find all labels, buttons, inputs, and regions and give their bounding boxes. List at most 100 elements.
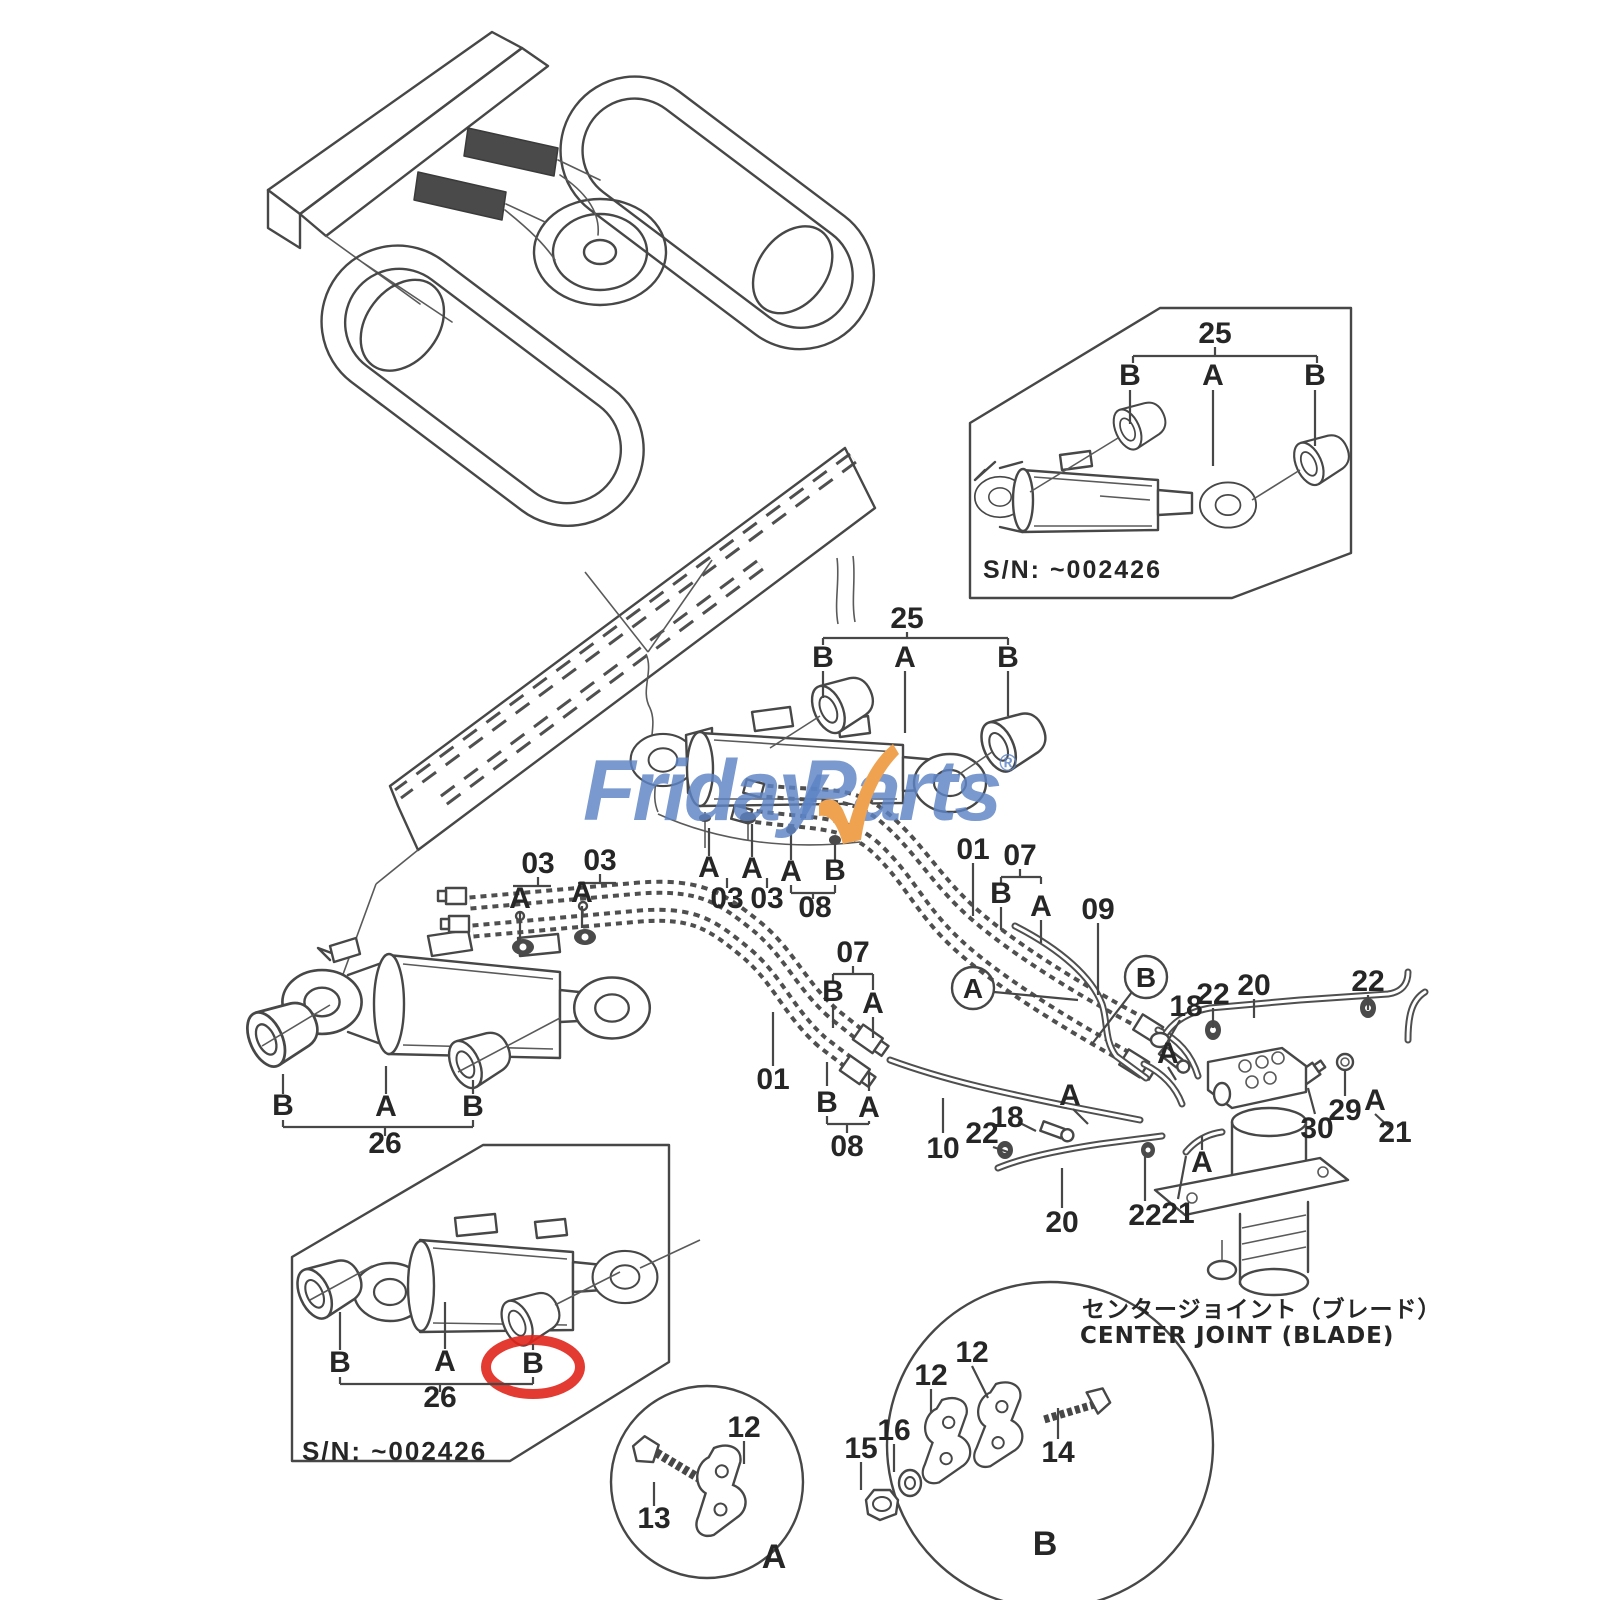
callout-07: 07	[1003, 839, 1036, 872]
dozer-blade-plate-2	[298, 46, 550, 238]
callout-A: A	[698, 851, 720, 884]
center-joint-label-jp: センタージョイント（ブレード）	[1082, 1296, 1442, 1323]
callout-B: B	[812, 641, 834, 674]
callout-14: 14	[1041, 1436, 1075, 1469]
callout-22: 22	[1196, 978, 1229, 1011]
center-joint-label-en: CENTER JOINT (BLADE)	[1080, 1323, 1394, 1349]
red-highlight-ellipse	[481, 1335, 585, 1399]
callout-16: 16	[877, 1414, 910, 1447]
detail-circle-b	[864, 1280, 1215, 1600]
callout-10: 10	[926, 1132, 959, 1165]
callout-15: 15	[844, 1432, 877, 1465]
cylinder-sn-variant-25	[973, 393, 1357, 534]
washer-16	[897, 1468, 923, 1498]
callout-A: A	[375, 1090, 397, 1123]
callout-22: 22	[1351, 965, 1384, 998]
bolt-13	[631, 1435, 705, 1484]
callout-A: A	[894, 641, 916, 674]
callout-13: 13	[637, 1502, 670, 1535]
callout-A: A	[741, 852, 763, 885]
center-joint-assembly	[1153, 1046, 1350, 1297]
callout-A: A	[862, 987, 884, 1020]
callout-B: B	[1033, 1525, 1058, 1563]
callout-B: B	[824, 854, 846, 887]
callout-A: A	[1191, 1146, 1213, 1179]
callout-B: B	[997, 641, 1019, 674]
callout-21: 21	[1378, 1116, 1411, 1149]
reference-bubble-a: A	[950, 965, 996, 1011]
callout-A: A	[1364, 1084, 1386, 1117]
chain-art	[645, 653, 659, 813]
callout-B: B	[1304, 359, 1326, 392]
serial-top-right: S/N: ~002426	[983, 556, 1162, 584]
bubble-a-label: A	[963, 973, 983, 1004]
callout-B: B	[1119, 359, 1141, 392]
callout-08: 08	[830, 1130, 863, 1163]
callout-A: A	[762, 1538, 787, 1576]
clamp-12-b2	[965, 1376, 1035, 1475]
callout-A: A	[571, 876, 593, 909]
callout-A: A	[434, 1345, 456, 1378]
cylinder-sn-variant-26	[289, 1212, 701, 1352]
callout-B: B	[990, 877, 1012, 910]
callout-A: A	[1059, 1079, 1081, 1112]
blade-panel-art	[329, 446, 877, 1011]
callout-B: B	[272, 1089, 294, 1122]
callout-20: 20	[1045, 1206, 1078, 1239]
callout-B: B	[329, 1346, 351, 1379]
callout-07: 07	[836, 936, 869, 969]
callout-22: 22	[965, 1117, 998, 1150]
callout-25: 25	[890, 602, 923, 635]
callout-29: 29	[1328, 1094, 1361, 1127]
callout-20: 20	[1237, 969, 1270, 1002]
callout-12: 12	[727, 1411, 760, 1444]
callout-26: 26	[423, 1381, 456, 1414]
callout-leader-lines	[281, 347, 1390, 1506]
callout-01: 01	[956, 833, 989, 866]
callout-B: B	[822, 975, 844, 1008]
blade-cylinder-left	[238, 900, 652, 1095]
callout-18: 18	[1169, 990, 1202, 1023]
callout-B: B	[462, 1090, 484, 1123]
reference-bubble-b: B	[1123, 954, 1169, 1000]
callout-03: 03	[750, 882, 783, 915]
center-joint-flange	[1153, 1156, 1350, 1217]
track-left	[320, 244, 645, 527]
inset-box-bottom-left: S/N: ~002426	[289, 1143, 701, 1466]
detail-circle-a	[609, 1384, 805, 1580]
nut-15	[864, 1488, 900, 1522]
hose-20-lower	[994, 1132, 1166, 1172]
crawler-undercarriage-art	[266, 30, 876, 527]
serial-bottom-left: S/N: ~002426	[302, 1436, 487, 1466]
blade-cylinder-main	[629, 666, 1055, 814]
cylinder-installed-1	[463, 127, 559, 177]
callout-21: 21	[1161, 1197, 1194, 1230]
callout-08: 08	[798, 891, 831, 924]
callout-12: 12	[955, 1336, 988, 1369]
callout-25: 25	[1198, 317, 1231, 350]
callout-12: 12	[914, 1359, 947, 1392]
callout-A: A	[509, 882, 531, 915]
callout-18: 18	[990, 1101, 1023, 1134]
callout-A: A	[1157, 1037, 1179, 1070]
callout-30: 30	[1300, 1112, 1333, 1145]
callout-B: B	[816, 1086, 838, 1119]
callout-26: 26	[368, 1127, 401, 1160]
callout-03: 03	[583, 844, 616, 877]
bubble-b-label: B	[1136, 962, 1156, 993]
callout-A: A	[1202, 359, 1224, 392]
inset-box-outline-2	[290, 1143, 671, 1463]
inset-box-outline	[968, 306, 1353, 600]
callout-B: B	[522, 1347, 544, 1380]
callout-09: 09	[1081, 893, 1114, 926]
callout-A: A	[858, 1091, 880, 1124]
callout-03: 03	[521, 847, 554, 880]
callout-A: A	[1030, 890, 1052, 923]
inset-box-top-right: S/N: ~002426	[968, 306, 1357, 600]
callout-01: 01	[756, 1063, 789, 1096]
clamp-12-b1	[914, 1392, 981, 1490]
track-right	[559, 75, 876, 351]
bolt-14	[1043, 1387, 1112, 1424]
